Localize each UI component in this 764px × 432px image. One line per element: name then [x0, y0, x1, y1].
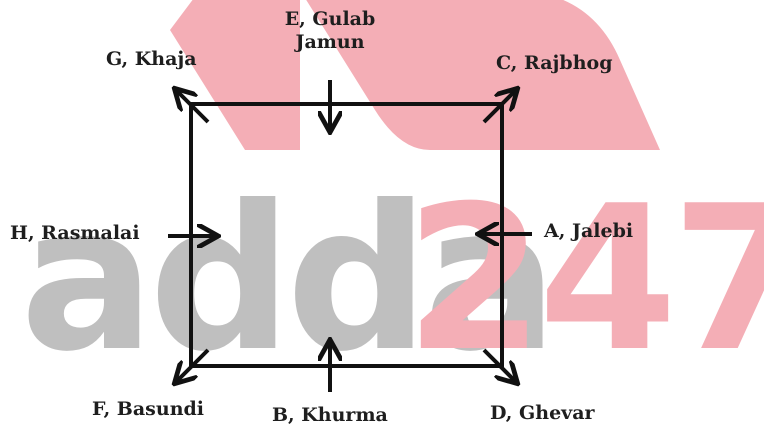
- label-e-line1: E, Gulab: [284, 8, 376, 30]
- label-e-line2: Jamun: [295, 30, 365, 53]
- label-d: D, Ghevar: [490, 402, 595, 424]
- watermark-right-block: [306, 0, 660, 150]
- arrow-c: [482, 90, 516, 124]
- watermark-text-adda: adda: [20, 163, 558, 396]
- square-table: [189, 102, 504, 368]
- watermark-text-247: 247: [405, 163, 764, 396]
- label-e: E, Gulab Jamun: [260, 8, 400, 54]
- arrow-f: [176, 348, 210, 382]
- label-a: A, Jalebi: [544, 220, 634, 242]
- label-f: F, Basundi: [92, 398, 205, 420]
- label-c: C, Rajbhog: [496, 52, 613, 74]
- arrow-d: [482, 348, 516, 382]
- label-g: G, Khaja: [106, 48, 197, 70]
- label-h: H, Rasmalai: [10, 222, 140, 244]
- arrow-g: [176, 90, 210, 124]
- watermark-left-wedge: [170, 0, 300, 150]
- label-b: B, Khurma: [272, 404, 388, 426]
